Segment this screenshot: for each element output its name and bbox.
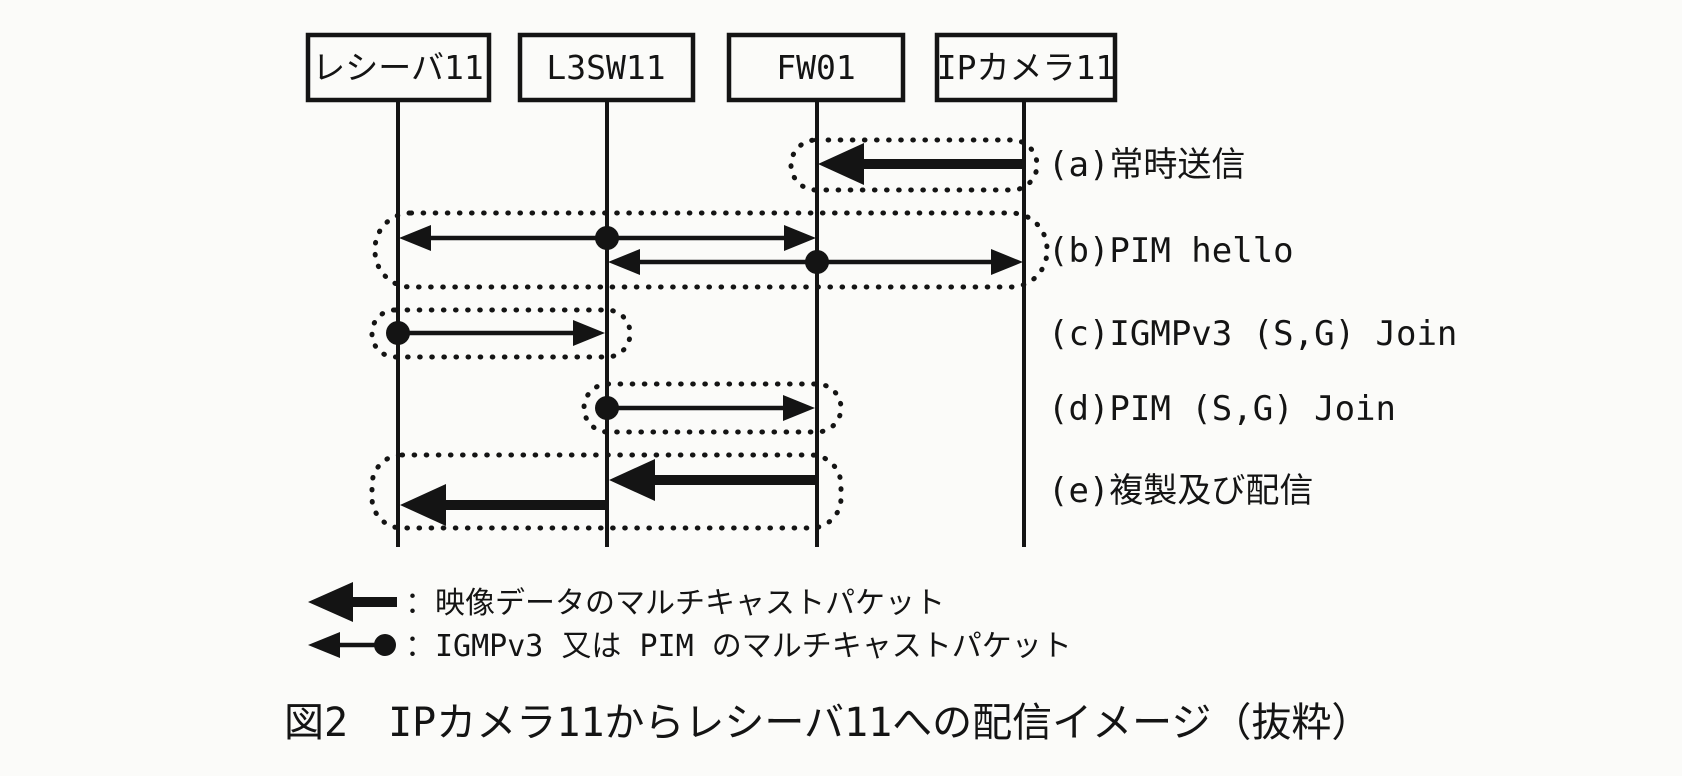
pim-arrowhead-b1-right: [784, 225, 816, 251]
dotted-region-a: [788, 137, 1040, 193]
pim-arrowhead-b2-left: [608, 249, 640, 275]
legend-label-igmp-pim: ：IGMPv3 又は PIM のマルチキャストパケット: [405, 629, 1072, 664]
pim-arrowhead-b1-left: [399, 225, 431, 251]
actor-l3sw11: L3SW11: [517, 32, 696, 103]
step-d: (d)PIM (S,G) Join: [581, 381, 1396, 435]
pim-origin-dot-b1: [595, 226, 619, 250]
dotted-region-d: [581, 381, 844, 435]
pim-origin-dot-b2: [805, 250, 829, 274]
figure-caption: 図2 IPカメラ11からレシーバ11への配信イメージ（抜粋）: [284, 700, 1371, 746]
step-e: (e)複製及び配信: [369, 452, 1313, 531]
step-label-e: (e)複製及び配信: [1048, 471, 1313, 511]
dotted-region-c: [369, 307, 633, 360]
step-a: (a)常時送信: [788, 137, 1245, 193]
pim-arrowhead-b2-right: [991, 249, 1023, 275]
step-label-c: (c)IGMPv3 (S,G) Join: [1048, 314, 1457, 354]
actor-label-ipcamera11: IPカメラ11: [937, 48, 1115, 87]
actor-box-ipcamera11: [934, 32, 1118, 103]
legend: ：映像データのマルチキャストパケット ：IGMPv3 又は PIM のマルチキャ…: [308, 582, 1072, 664]
video-arrowhead-a: [818, 143, 864, 185]
pim-arrowhead-d: [783, 395, 815, 421]
step-b: (b)PIM hello: [372, 210, 1294, 290]
actor-fw01: FW01: [726, 32, 906, 103]
legend-label-video: ：映像データのマルチキャストパケット: [405, 586, 945, 621]
legend-thin-arrowhead-icon: [308, 632, 340, 658]
step-label-a: (a)常時送信: [1048, 145, 1245, 185]
actor-label-fw01: FW01: [776, 48, 855, 87]
dotted-region-e: [369, 452, 844, 531]
actor-label-receiver11: レシーバ11: [312, 48, 483, 87]
legend-thick-arrowhead-icon: [308, 582, 353, 622]
actor-label-l3sw11: L3SW11: [546, 48, 665, 87]
video-arrowhead-e2: [400, 484, 446, 526]
step-label-b: (b)PIM hello: [1048, 231, 1294, 271]
actor-ipcamera11: IPカメラ11: [934, 32, 1118, 103]
igmp-arrowhead-c: [573, 320, 605, 346]
step-c: (c)IGMPv3 (S,G) Join: [369, 307, 1457, 360]
legend-row-igmp-pim: ：IGMPv3 又は PIM のマルチキャストパケット: [308, 629, 1072, 664]
dotted-region-b: [372, 210, 1050, 290]
step-label-d: (d)PIM (S,G) Join: [1048, 389, 1396, 429]
legend-row-video-multicast: ：映像データのマルチキャストパケット: [308, 582, 945, 622]
legend-origin-dot-icon: [374, 634, 396, 656]
video-arrowhead-e1: [609, 459, 655, 501]
actor-receiver11: レシーバ11: [305, 32, 492, 103]
